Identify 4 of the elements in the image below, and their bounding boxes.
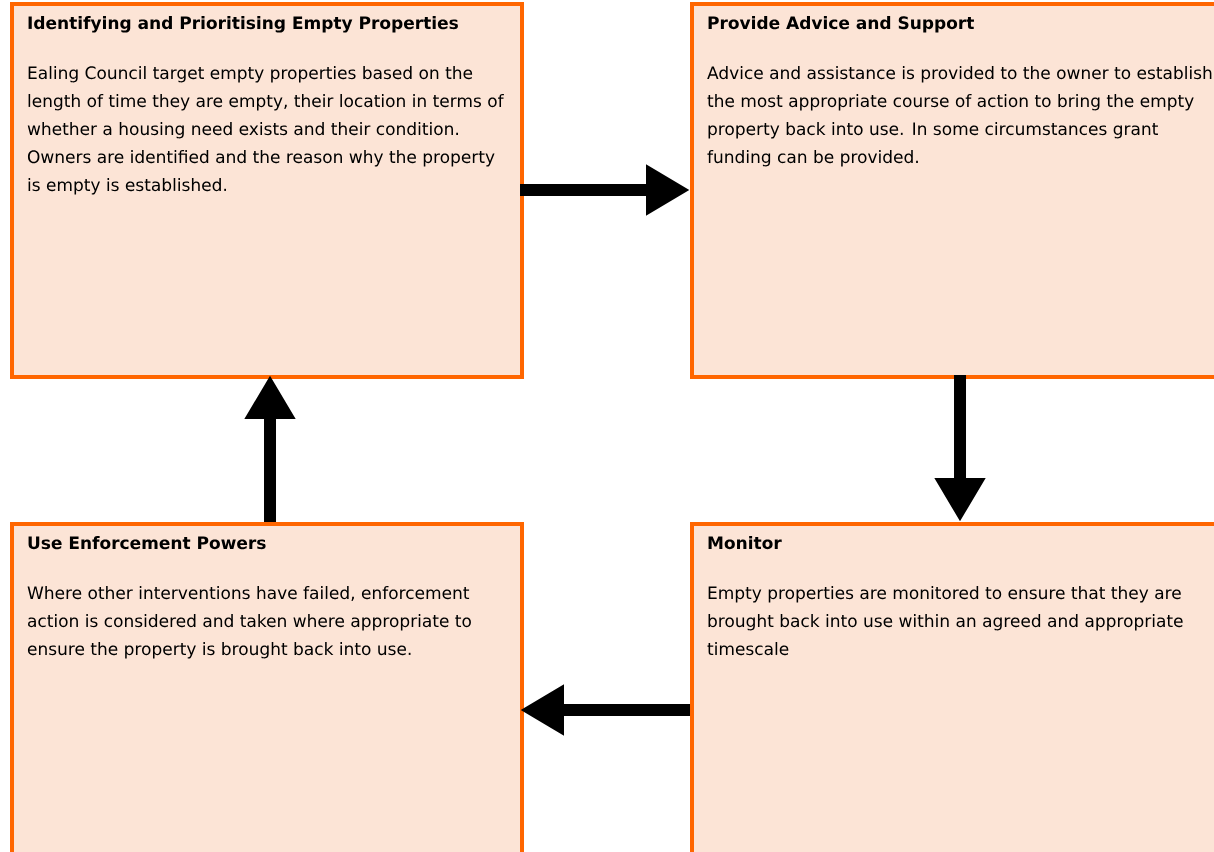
process-box: Provide Advice and Support Advice and assistance is provided to the owner to establish the most appropriate course of action to bring the empty property back into use. In some circumstances grant funding can be provided. xyxy=(690,2,1214,379)
process-box: Monitor Empty properties are monitored to ensure that they are brought back into use within an agreed and appropriate timescale xyxy=(690,522,1214,852)
process-box: Identifying and Prioritising Empty Properties Ealing Council target empty properties based on the length of time they are empty, their location in terms of whether a housing need exists and their condition. Owners are identified and the reason why the property is empty is established. xyxy=(10,2,524,379)
process-box: Use Enforcement Powers Where other interventions have failed, enforcement action is considered and taken where appropriate to ensure the property is brought back into use. xyxy=(10,522,524,852)
